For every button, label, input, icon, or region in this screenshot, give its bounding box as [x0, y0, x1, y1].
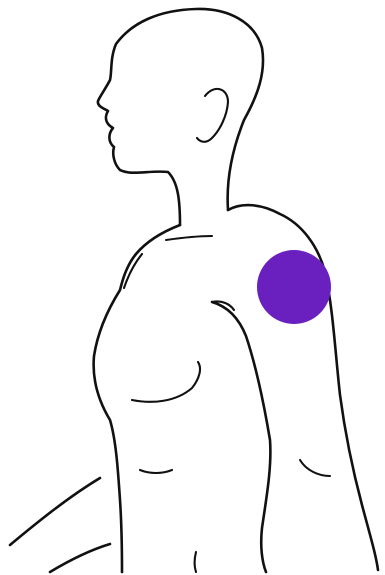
inner-arm-outline [212, 302, 270, 572]
chest-contour [132, 362, 200, 402]
elbow-line [300, 460, 330, 476]
abdomen-line [140, 470, 172, 473]
torso-front-outline [94, 225, 180, 572]
head-outline [98, 9, 263, 225]
collarbone-line [166, 236, 212, 240]
ear-outline [197, 89, 228, 142]
left-forearm-lower [50, 544, 110, 572]
left-forearm-upper [10, 478, 100, 545]
hip-mark [195, 552, 197, 572]
injection-site-marker [257, 250, 331, 324]
